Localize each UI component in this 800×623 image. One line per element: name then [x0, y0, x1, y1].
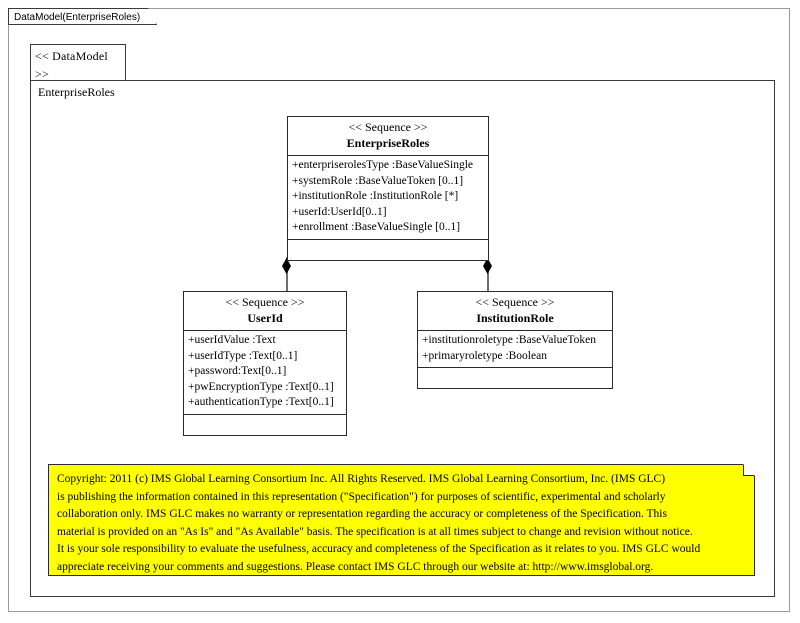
class-operations [184, 415, 346, 435]
note-line: material is provided on an "As Is" and "… [57, 525, 693, 538]
diagram-frame-tab-label: DataModel(EnterpriseRoles) [8, 8, 157, 25]
class-operations [418, 368, 612, 388]
note-line: appreciate receiving your comments and s… [57, 560, 654, 573]
copyright-note: Copyright: 2011 (c) IMS Global Learning … [48, 464, 755, 576]
composition-diamond-institutionrole [483, 258, 492, 274]
class-attribute: +userId:UserId[0..1] [292, 205, 387, 218]
uml-class-enterpriseroles[interactable]: << Sequence >> EnterpriseRoles +enterpri… [287, 116, 489, 261]
class-name: UserId [247, 311, 283, 325]
class-stereotype: << Sequence >> [348, 120, 428, 134]
class-stereotype: << Sequence >> [475, 295, 555, 309]
composition-diamond-userid [282, 258, 291, 274]
class-attribute: +pwEncryptionType :Text[0..1] [188, 380, 334, 393]
class-attributes: +institutionroletype :BaseValueToken +pr… [418, 331, 612, 368]
class-attribute: +systemRole :BaseValueToken [0..1] [292, 174, 464, 187]
class-name: EnterpriseRoles [346, 136, 430, 150]
class-attribute: +userIdValue :Text [188, 334, 276, 346]
class-attribute: +userIdType :Text[0..1] [188, 349, 298, 362]
package-name: EnterpriseRoles [38, 85, 115, 99]
class-attribute: +institutionroletype :BaseValueToken [422, 334, 596, 346]
class-attribute: +enrollment :BaseValueSingle [0..1] [292, 221, 461, 233]
uml-class-institutionrole[interactable]: << Sequence >> InstitutionRole +institut… [417, 291, 613, 389]
datamodel-package-tab: << DataModel >> EnterpriseRoles [30, 44, 126, 99]
class-attribute: +password:Text[0..1] [188, 365, 287, 377]
class-header: << Sequence >> UserId [184, 292, 346, 331]
class-operations [288, 240, 488, 260]
class-header: << Sequence >> EnterpriseRoles [288, 117, 488, 156]
class-attributes: +userIdValue :Text +userIdType :Text[0..… [184, 331, 346, 415]
note-line: is publishing the information contained … [57, 490, 666, 503]
class-attribute: +institutionRole :InstitutionRole [*] [292, 190, 459, 202]
class-attribute: +enterpriserolesType :BaseValueSingle [292, 159, 474, 171]
class-name: InstitutionRole [476, 311, 554, 325]
package-stereotype: << DataModel >> [35, 49, 108, 81]
composition-drop-userid [286, 257, 288, 292]
note-line: collaboration only. IMS GLC makes no war… [57, 508, 667, 520]
class-attribute: +authenticationType :Text[0..1] [188, 396, 334, 408]
note-line: It is your sole responsibility to evalua… [57, 543, 701, 555]
class-header: << Sequence >> InstitutionRole [418, 292, 612, 331]
class-attributes: +enterpriserolesType :BaseValueSingle +s… [288, 156, 488, 240]
composition-drop-institutionrole [487, 257, 489, 292]
note-line: Copyright: 2011 (c) IMS Global Learning … [57, 473, 666, 485]
uml-class-userid[interactable]: << Sequence >> UserId +userIdValue :Text… [183, 291, 347, 436]
class-stereotype: << Sequence >> [225, 295, 305, 309]
class-attribute: +primaryroletype :Boolean [422, 349, 547, 362]
